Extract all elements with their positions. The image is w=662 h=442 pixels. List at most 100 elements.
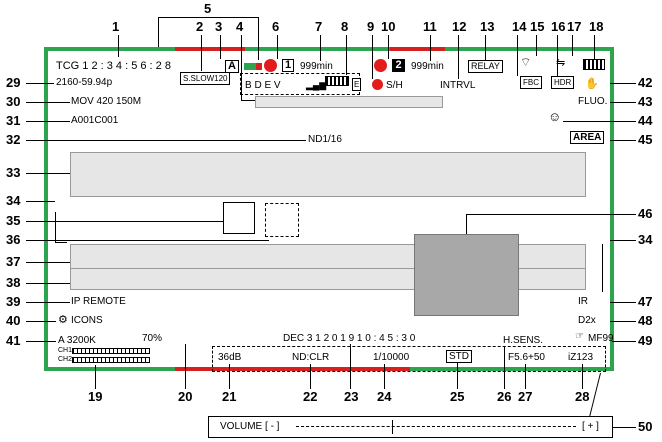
wireless-icon: ⌔ xyxy=(520,55,532,69)
leader-39 xyxy=(26,302,70,303)
leader-41 xyxy=(26,341,56,342)
ch2-meter xyxy=(72,357,150,363)
callout-49: 49 xyxy=(638,333,653,348)
leader-40 xyxy=(26,321,56,322)
leader-31 xyxy=(26,121,70,122)
leader-21 xyxy=(229,364,230,389)
rec-icon-2 xyxy=(374,59,387,72)
ch1-label: CH1 xyxy=(58,347,73,354)
leader-37 xyxy=(26,262,70,263)
leader-2 xyxy=(201,35,202,71)
date-time: DEC 3 1 2 0 1 9 1 0 : 4 5 : 3 0 xyxy=(283,333,416,344)
callout-9: 9 xyxy=(367,19,375,34)
message-area xyxy=(70,152,586,197)
battery-labels: B D E V xyxy=(245,80,281,91)
top-battery-icon xyxy=(583,59,605,70)
callout-41: 41 xyxy=(6,333,21,348)
white-balance: A 3200K xyxy=(58,335,96,346)
leader-18 xyxy=(594,35,595,59)
callout-34-right: 34 xyxy=(638,232,653,247)
callout-8: 8 xyxy=(341,19,349,34)
shutter-value: 1/10000 xyxy=(373,352,410,363)
callout-7: 7 xyxy=(315,19,323,34)
std-indicator: STD xyxy=(446,350,472,363)
focus-assist-area xyxy=(414,234,519,316)
leader-15 xyxy=(536,35,537,56)
left-marker-vertical xyxy=(55,212,56,242)
leader-33 xyxy=(26,173,70,174)
media-status-red xyxy=(256,63,262,70)
leader-35 xyxy=(26,221,223,222)
frame-top-red-1 xyxy=(175,47,245,51)
face-icon: ☺ xyxy=(548,109,562,124)
shh-rec-icon xyxy=(372,79,383,90)
callout-5: 5 xyxy=(204,1,212,16)
shh-label: S/H xyxy=(386,80,403,91)
volume-plus: [ + ] xyxy=(582,421,599,432)
leader-1 xyxy=(118,35,119,57)
camera-settings-area xyxy=(212,346,606,372)
stabilizer-icon: ✋ xyxy=(585,78,599,90)
callout-45: 45 xyxy=(638,132,653,147)
leader-30 xyxy=(26,102,70,103)
leader-16 xyxy=(557,35,558,76)
leader-45 xyxy=(610,140,636,141)
icons-gear-icon: ⚙ xyxy=(58,314,68,326)
leader-10 xyxy=(388,35,389,59)
slot2-badge: 2 xyxy=(392,59,405,72)
ch2-label: CH2 xyxy=(58,356,73,363)
nd-filter: ND1/16 xyxy=(308,134,342,145)
callout-50: 50 xyxy=(638,419,653,434)
leader-47 xyxy=(610,302,636,303)
rec-icon-1 xyxy=(264,59,277,72)
leader-6 xyxy=(277,35,278,59)
callout-35: 35 xyxy=(6,213,21,228)
leader-44 xyxy=(563,121,636,122)
callout-34: 34 xyxy=(6,193,21,208)
volume-minus: VOLUME [ - ] xyxy=(220,421,280,432)
leader-27 xyxy=(525,364,526,389)
slot2-time: 999min xyxy=(411,61,444,72)
callout-37: 37 xyxy=(6,254,21,269)
leader-5b xyxy=(258,17,259,60)
callout-19: 19 xyxy=(88,389,103,404)
callout-29: 29 xyxy=(6,75,21,90)
leader-11 xyxy=(430,35,431,61)
hsens-label: H.SENS. xyxy=(503,335,544,346)
a-indicator: A xyxy=(225,60,239,73)
leader-5a xyxy=(158,17,159,47)
leader-49 xyxy=(612,341,636,342)
right-marker-vertical xyxy=(602,244,603,292)
leader-46 xyxy=(466,214,636,215)
clip-name: A001C001 xyxy=(71,115,119,126)
slot1-badge: 1 xyxy=(282,59,295,72)
volume-bar xyxy=(208,416,613,438)
leader-14 xyxy=(517,35,518,76)
callout-14: 14 xyxy=(512,19,527,34)
callout-17: 17 xyxy=(567,19,582,34)
callout-43: 43 xyxy=(638,94,653,109)
leader-4-foot xyxy=(241,100,255,101)
callout-42: 42 xyxy=(638,75,653,90)
e-badge: E xyxy=(352,78,362,91)
hdr-indicator: HDR xyxy=(551,76,575,89)
leader-24 xyxy=(384,364,385,389)
area-indicator: AREA xyxy=(570,131,605,144)
resolution: 2160-59.94p xyxy=(56,77,113,88)
callout-26: 26 xyxy=(497,389,512,404)
ir-label: IR xyxy=(578,296,588,307)
gain-value: 36dB xyxy=(218,352,242,363)
leader-13 xyxy=(485,35,486,60)
leader-29 xyxy=(26,83,54,84)
status-bar-strip xyxy=(255,96,443,108)
leader-26 xyxy=(504,347,505,389)
callout-3: 3 xyxy=(215,19,223,34)
callout-18: 18 xyxy=(589,19,604,34)
leader-43 xyxy=(610,102,636,103)
callout-46: 46 xyxy=(638,206,653,221)
callout-20: 20 xyxy=(178,389,193,404)
mf-label: MF99 xyxy=(588,333,614,344)
callout-15: 15 xyxy=(530,19,545,34)
leader-7 xyxy=(320,35,321,61)
signal-icon: ▂▄▆ xyxy=(306,80,327,90)
